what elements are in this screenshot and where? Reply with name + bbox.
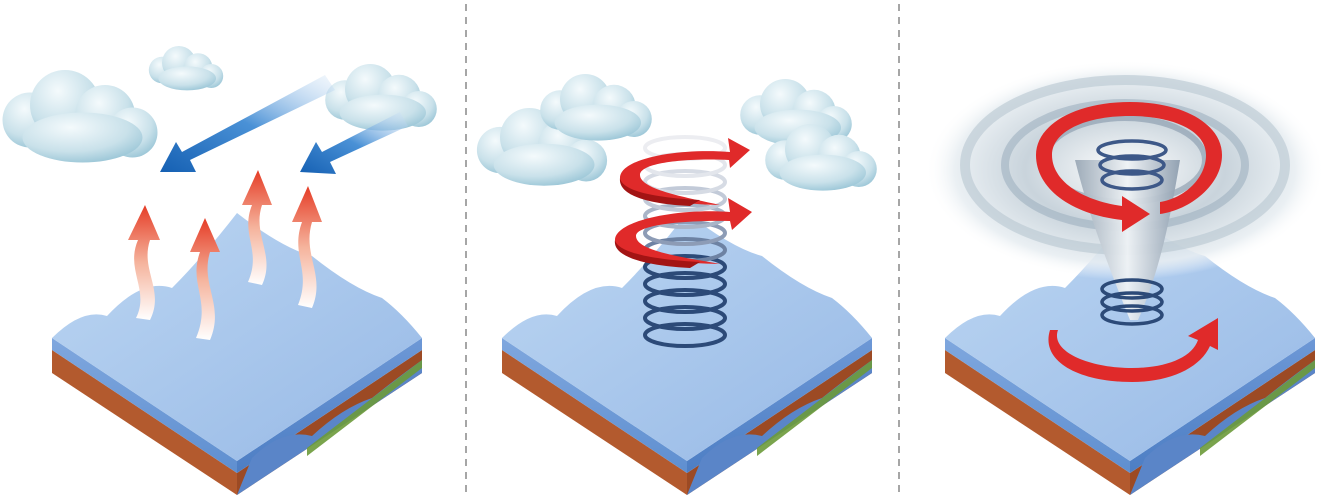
panel-rotation-begins	[477, 74, 877, 495]
cloud	[325, 64, 437, 131]
ocean-block	[52, 213, 422, 495]
cloud	[3, 70, 158, 163]
cloud	[149, 46, 223, 90]
panel-warm-air-rising	[3, 46, 437, 495]
panel-hurricane-formed	[925, 60, 1325, 495]
